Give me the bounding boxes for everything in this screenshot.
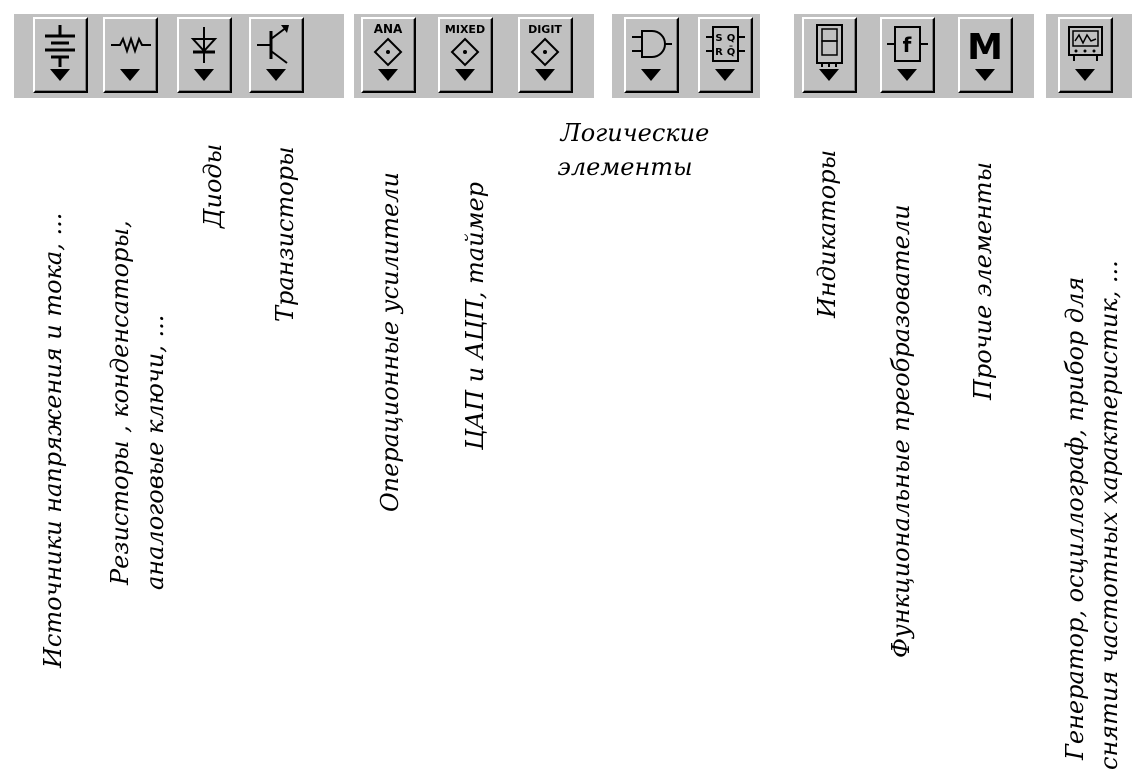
diodes-button[interactable]	[177, 17, 232, 93]
caption-dac-adc: ЦАП и АЦП, таймер	[461, 181, 489, 450]
mixed-ic-label: MIXED	[445, 23, 485, 36]
battery-icon	[45, 25, 75, 81]
mixed-ic-button[interactable]: MIXED	[438, 17, 493, 93]
caption-resistors-line1: Резисторы , конденсаторы,	[106, 220, 134, 585]
flip-flop-pin-r: R	[715, 47, 723, 58]
caption-instruments-line1: Генератор, осциллограф, прибор для	[1061, 276, 1089, 760]
caption-indicators: Индикаторы	[813, 149, 841, 318]
analog-ic-icon: ANA	[373, 22, 403, 81]
function-blocks-button[interactable]: f	[880, 17, 935, 93]
flip-flop-icon: S Q R Q̄	[706, 26, 745, 81]
misc-label: M	[967, 27, 1003, 68]
and-gate-icon	[632, 30, 672, 81]
digital-ic-icon: DIGIT	[528, 23, 562, 81]
caption-resistors-line2: аналоговые ключи, ...	[141, 314, 169, 590]
flip-flop-pin-s: S	[715, 33, 722, 44]
caption-logic-line1: Логические	[560, 119, 710, 147]
misc-button[interactable]: M	[958, 17, 1013, 93]
logic-gates-button[interactable]	[624, 17, 679, 93]
digital-ic-button[interactable]: DIGIT	[518, 17, 573, 93]
sources-button[interactable]	[33, 17, 88, 93]
seven-segment-icon	[816, 24, 843, 81]
caption-diodes: Диоды	[199, 143, 227, 228]
flip-flops-button[interactable]: S Q R Q̄	[698, 17, 753, 93]
indicators-button[interactable]	[802, 17, 857, 93]
transistor-icon	[257, 25, 289, 81]
caption-function: Функциональные преобразователи	[887, 204, 915, 658]
caption-instruments-line2: снятия частотных характеристик, ...	[1095, 260, 1123, 770]
flip-flop-pin-q: Q	[727, 33, 736, 44]
function-block-icon: f	[887, 26, 928, 81]
caption-misc: Прочие элементы	[969, 161, 997, 400]
caption-logic-line2: элементы	[557, 153, 693, 181]
digital-ic-label: DIGIT	[528, 23, 562, 36]
resistors-button[interactable]	[103, 17, 158, 93]
flip-flop-pin-qbar: Q̄	[727, 45, 736, 58]
mixed-ic-icon: MIXED	[445, 23, 485, 81]
resistor-icon	[111, 35, 151, 81]
misc-icon: M	[967, 27, 1003, 81]
oscilloscope-icon	[1068, 26, 1103, 81]
component-toolbar: ANA MIXED DIGIT	[0, 0, 1146, 100]
transistors-button[interactable]	[249, 17, 304, 93]
analog-ic-button[interactable]: ANA	[361, 17, 416, 93]
analog-ic-label: ANA	[374, 22, 403, 36]
caption-transistors: Транзисторы	[271, 146, 299, 322]
caption-sources: Источники напряжения и тока, ...	[39, 212, 67, 668]
caption-opamps: Операционные усилители	[376, 172, 404, 512]
instruments-button[interactable]	[1058, 17, 1113, 93]
diode-icon	[190, 27, 218, 81]
function-block-label: f	[903, 33, 912, 57]
